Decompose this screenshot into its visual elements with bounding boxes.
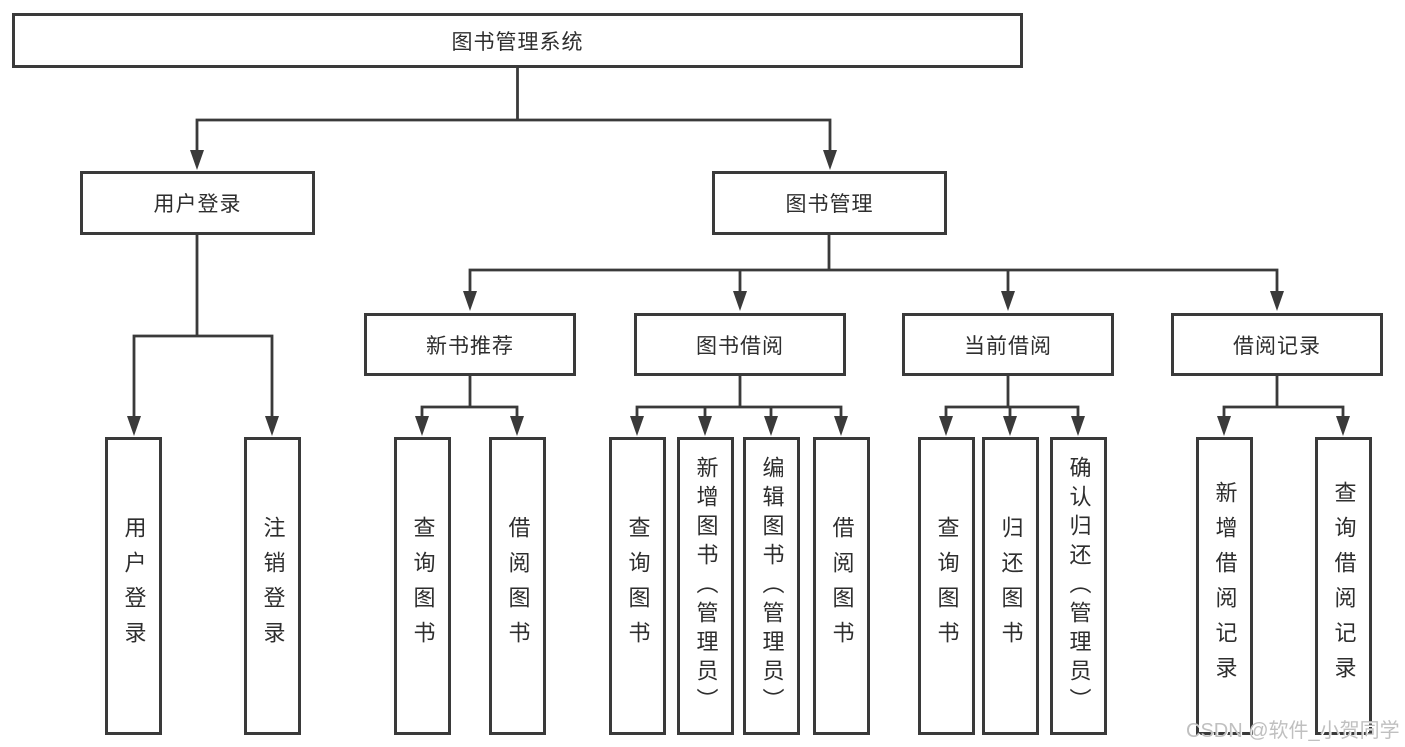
arrow-down-icon	[698, 416, 712, 436]
leaf-query-borrow-record: 查询借阅记录	[1315, 437, 1372, 735]
node-user-login: 用户登录	[80, 171, 315, 235]
arrow-down-icon	[463, 291, 477, 311]
leaf-user-login-label: 用户登录	[121, 516, 147, 656]
leaf-logout: 注销登录	[244, 437, 301, 735]
arrow-down-icon	[1336, 416, 1350, 436]
arrow-down-icon	[939, 416, 953, 436]
arrow-down-icon	[190, 150, 204, 170]
node-book-borrow: 图书借阅	[634, 313, 846, 376]
leaf-query-books-recommend: 查询图书	[394, 437, 451, 735]
arrow-down-icon	[415, 416, 429, 436]
leaf-borrow-books-recommend: 借阅图书	[489, 437, 546, 735]
leaf-add-borrow-record-label: 新增借阅记录	[1212, 481, 1238, 691]
arrow-down-icon	[1001, 291, 1015, 311]
leaf-query-books-borrow: 查询图书	[609, 437, 666, 735]
arrow-down-icon	[265, 416, 279, 436]
leaf-query-books-recommend-label: 查询图书	[410, 516, 436, 656]
arrow-down-icon	[823, 150, 837, 170]
csdn-watermark: CSDN @软件_小贺同学	[1186, 720, 1400, 742]
leaf-borrow-books-label: 借阅图书	[829, 516, 855, 656]
leaf-query-borrow-record-label: 查询借阅记录	[1331, 481, 1357, 691]
leaf-confirm-return-admin: 确认归还（管理员）	[1050, 437, 1107, 735]
leaf-add-book-admin: 新增图书（管理员）	[677, 437, 734, 735]
branch-root	[195, 66, 832, 153]
arrow-down-icon	[127, 416, 141, 436]
node-borrow-records: 借阅记录	[1171, 313, 1383, 376]
leaf-borrow-books: 借阅图书	[813, 437, 870, 735]
branch-book-management	[468, 233, 1279, 294]
branch-new-book-recommend	[420, 374, 519, 419]
node-new-book-recommend: 新书推荐	[364, 313, 576, 376]
leaf-query-books-current-label: 查询图书	[934, 516, 960, 656]
arrow-down-icon	[510, 416, 524, 436]
leaf-query-books-current: 查询图书	[918, 437, 975, 735]
arrow-down-icon	[733, 291, 747, 311]
leaf-user-login: 用户登录	[105, 437, 162, 735]
node-book-management: 图书管理	[712, 171, 947, 235]
leaf-edit-book-admin-label: 编辑图书（管理员）	[759, 455, 785, 717]
branch-user-login	[132, 233, 274, 419]
arrow-down-icon	[1071, 416, 1085, 436]
leaf-confirm-return-admin-label: 确认归还（管理员）	[1066, 455, 1092, 717]
arrow-down-icon	[764, 416, 778, 436]
leaf-add-borrow-record: 新增借阅记录	[1196, 437, 1253, 735]
leaf-logout-label: 注销登录	[260, 516, 286, 656]
arrow-down-icon	[630, 416, 644, 436]
arrow-down-icon	[1270, 291, 1284, 311]
leaf-query-books-borrow-label: 查询图书	[625, 516, 651, 656]
node-current-borrow: 当前借阅	[902, 313, 1114, 376]
branch-borrow-records	[1222, 374, 1345, 419]
arrow-down-icon	[1003, 416, 1017, 436]
leaf-edit-book-admin: 编辑图书（管理员）	[743, 437, 800, 735]
leaf-add-book-admin-label: 新增图书（管理员）	[693, 455, 719, 717]
leaf-return-book-label: 归还图书	[998, 516, 1024, 656]
leaf-return-book: 归还图书	[982, 437, 1039, 735]
branch-current-borrow	[944, 374, 1080, 419]
arrow-down-icon	[1217, 416, 1231, 436]
node-library-management-system: 图书管理系统	[12, 13, 1023, 68]
branch-book-borrow	[635, 374, 843, 419]
arrow-down-icon	[834, 416, 848, 436]
leaf-borrow-books-recommend-label: 借阅图书	[505, 516, 531, 656]
